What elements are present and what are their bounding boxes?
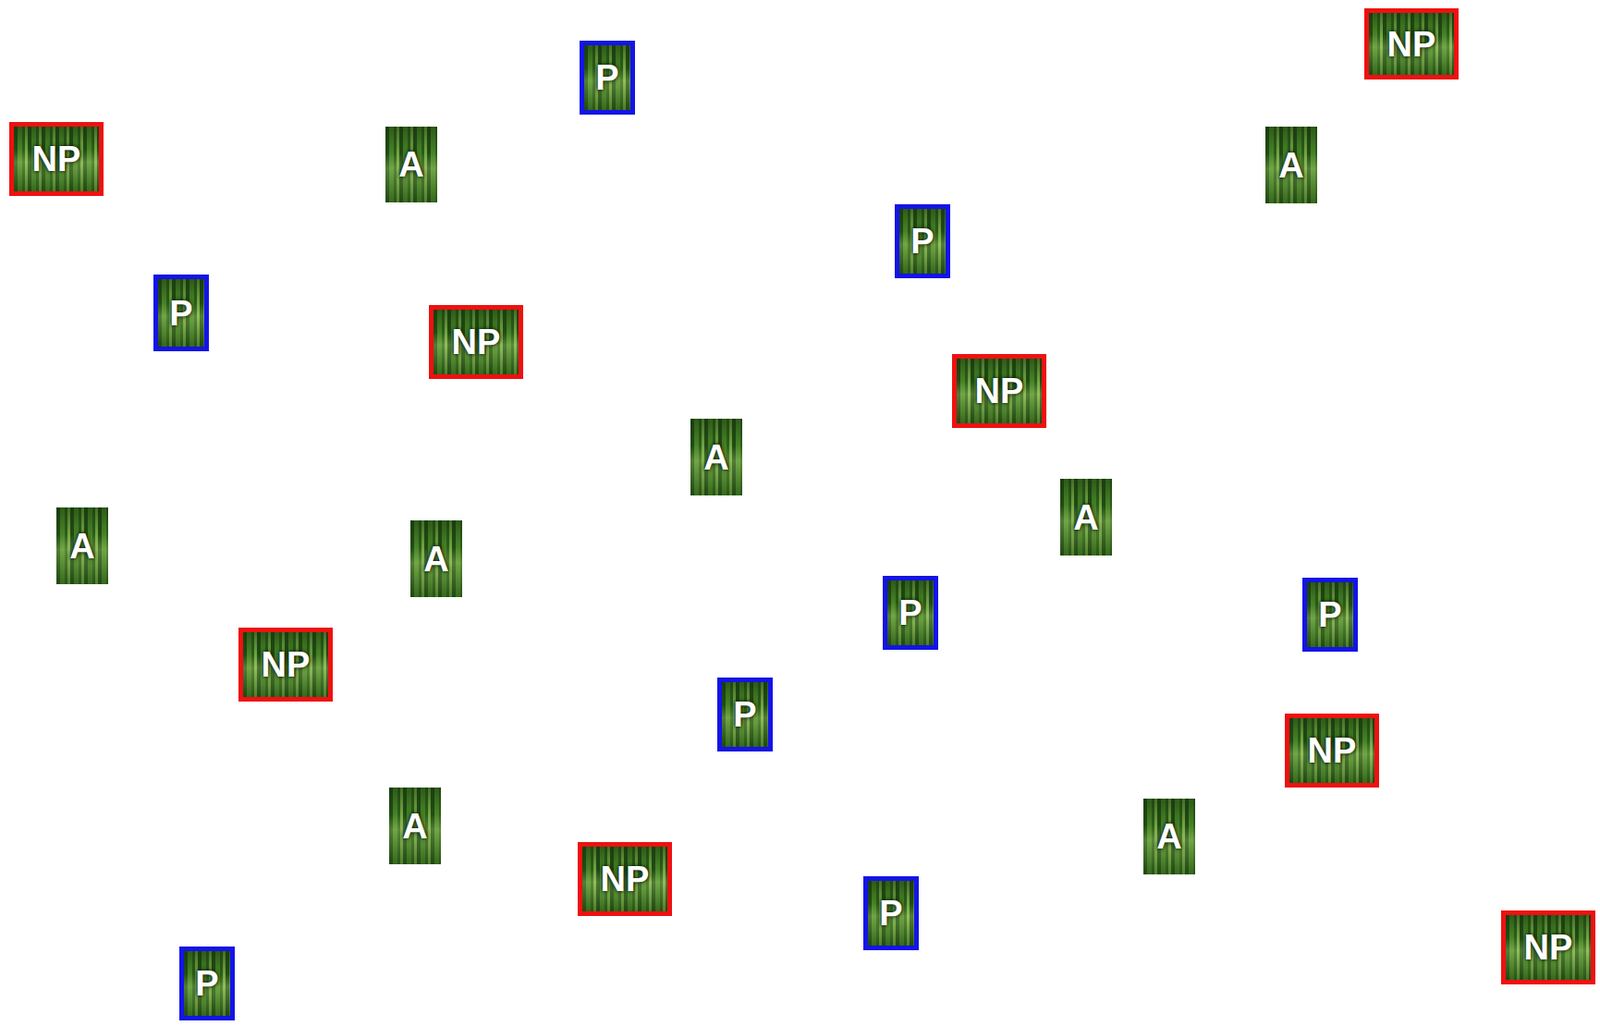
- np-photo-tile: NP: [238, 627, 333, 702]
- p-photo-tile: P: [863, 876, 919, 951]
- tile-label: A: [402, 808, 428, 844]
- tile-label: NP: [32, 141, 82, 177]
- tile-label: P: [879, 895, 903, 931]
- a-photo-tile: A: [389, 787, 441, 865]
- p-photo-tile: P: [153, 274, 209, 352]
- a-photo-tile: A: [690, 418, 743, 496]
- a-photo-tile: A: [1143, 798, 1196, 875]
- a-photo-tile: A: [410, 520, 463, 598]
- tile-label: A: [69, 528, 95, 564]
- p-photo-tile: P: [894, 204, 951, 279]
- p-photo-tile: P: [1302, 577, 1358, 652]
- np-photo-tile: NP: [1284, 713, 1380, 788]
- tile-label: A: [1073, 500, 1099, 536]
- a-photo-tile: A: [385, 126, 438, 203]
- np-photo-tile: NP: [577, 842, 672, 917]
- np-photo-tile: NP: [952, 354, 1047, 428]
- a-photo-tile: A: [1060, 478, 1112, 556]
- np-photo-tile: NP: [1501, 910, 1596, 985]
- tile-label: NP: [600, 861, 650, 897]
- p-photo-tile: P: [579, 40, 636, 115]
- p-photo-tile: P: [717, 677, 773, 752]
- np-photo-tile: NP: [9, 122, 104, 196]
- tile-label: A: [1156, 818, 1182, 855]
- tile-label: A: [703, 439, 729, 476]
- tile-label: A: [423, 541, 449, 577]
- tile-label: NP: [975, 373, 1025, 409]
- np-photo-tile: NP: [428, 305, 524, 379]
- tile-label: P: [595, 60, 619, 96]
- tile-label: NP: [1524, 929, 1574, 965]
- tile-label: A: [1278, 147, 1304, 184]
- tile-label: P: [732, 696, 757, 733]
- tile-label: NP: [451, 324, 501, 360]
- tile-label: P: [1318, 597, 1342, 633]
- a-photo-tile: A: [1265, 126, 1318, 204]
- tile-label: NP: [1307, 732, 1357, 769]
- tile-label: NP: [261, 647, 311, 683]
- tile-label: P: [169, 295, 193, 331]
- a-photo-tile: A: [56, 507, 109, 585]
- tile-label: P: [910, 223, 934, 259]
- p-photo-tile: P: [882, 575, 939, 650]
- np-photo-tile: NP: [1364, 8, 1459, 80]
- tile-label: P: [195, 965, 219, 1002]
- tile-label: NP: [1387, 26, 1437, 62]
- tile-label: P: [898, 595, 922, 631]
- p-photo-tile: P: [179, 946, 235, 1021]
- tile-label: A: [398, 146, 424, 183]
